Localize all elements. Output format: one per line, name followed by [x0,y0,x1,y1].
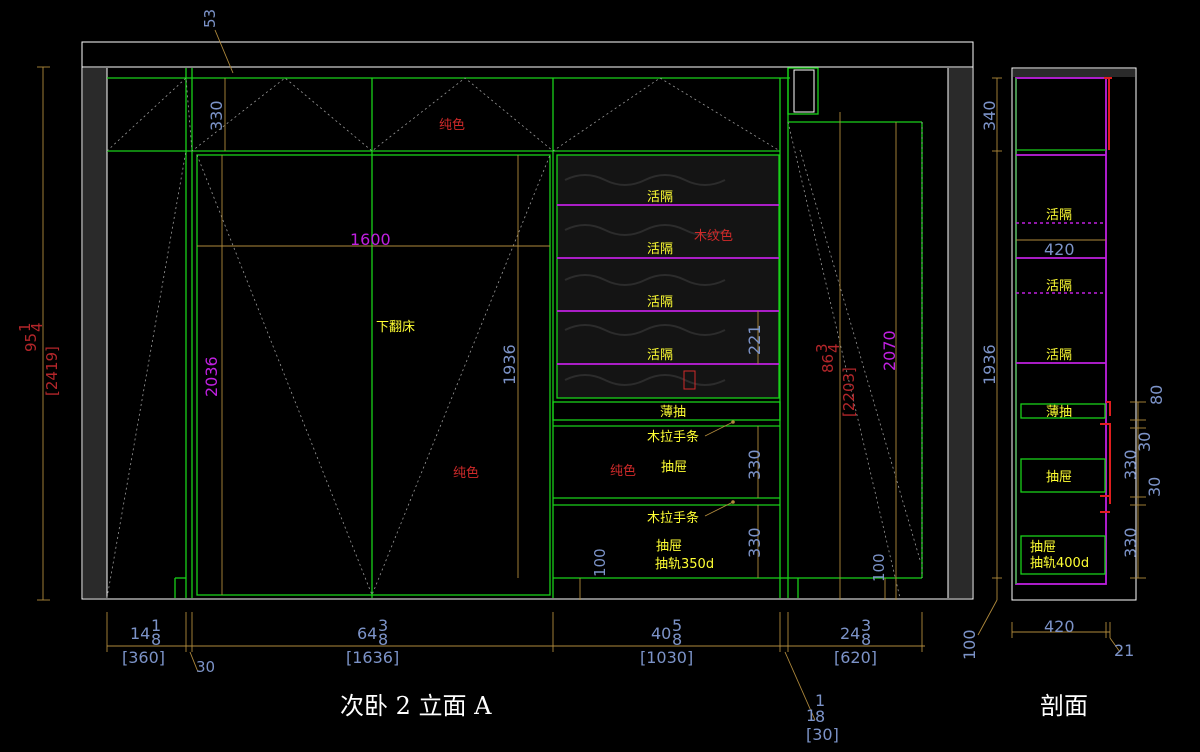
dim-330-top: 330 [207,100,226,131]
section-label-shelf-1: 活隔 [1046,208,1072,223]
dim-330-drawer-1: 330 [745,449,764,480]
section-label-drawer-2: 抽屉 [1030,540,1056,555]
svg-text:3: 3 [861,616,871,635]
dim-width-3: 40 5 8 [1030] [640,616,693,667]
svg-text:3: 3 [813,343,831,353]
section-label-drawer: 抽屉 [1046,470,1072,485]
label-wood-grain: 木纹色 [694,228,733,244]
svg-text:4: 4 [825,343,843,353]
socket-outline [683,370,696,390]
section-dim-330-a: 330 [1121,449,1140,480]
dim-53: 53 [201,9,219,28]
section-drawer [1020,458,1106,493]
svg-text:1: 1 [815,691,825,710]
svg-text:1: 1 [806,706,816,725]
elevation-a [37,29,974,721]
dim-2036: 2036 [202,356,221,397]
section-label-rail-400: 抽轨400d [1030,556,1089,571]
ceiling-band [81,41,974,68]
label-solid-color-top: 纯色 [439,117,465,133]
svg-text:[2203]: [2203] [840,367,858,417]
section-dim-21: 21 [1114,641,1134,660]
dim-width-gap: 1 1 8 [30] [806,691,839,744]
label-drawer-1: 抽屉 [661,460,687,475]
section-label-thin-drawer: 薄抽 [1046,405,1072,420]
label-solid-color-drawer: 纯色 [610,463,636,479]
svg-text:24: 24 [840,624,860,643]
svg-text:40: 40 [651,624,671,643]
svg-text:14: 14 [130,624,150,643]
label-shelf-3: 活隔 [647,295,673,310]
dim-100-right: 100 [870,553,888,582]
svg-text:[360]: [360] [122,648,165,667]
section-thin-drawer [1020,403,1106,419]
section-dim-1936: 1936 [980,344,999,385]
title-section: 剖面 [1040,692,1088,720]
svg-text:[30]: [30] [806,725,839,744]
left-wall [83,68,107,598]
section-dim-80: 80 [1147,385,1166,405]
section-label-shelf-3: 活隔 [1046,348,1072,363]
svg-text:[1030]: [1030] [640,648,693,667]
label-fold-bed: 下翻床 [376,320,415,335]
dim-330-drawer-2: 330 [745,527,764,558]
section-view [977,67,1146,653]
svg-text:64: 64 [357,624,377,643]
section-dim-30-b: 30 [1145,477,1164,497]
dim-width-2: 64 3 8 [1636] [346,616,399,667]
section-dim-100: 100 [960,629,979,660]
section-dim-30-a: 30 [1135,432,1154,452]
label-wood-pull-1: 木拉手条 [647,429,699,445]
svg-text:95: 95 [22,333,40,352]
section-dim-420-inner: 420 [1044,240,1075,259]
svg-text:4: 4 [28,322,46,332]
fold-bed-panel [196,154,551,596]
section-drawer-rail [1020,535,1106,575]
dim-1936: 1936 [500,344,519,385]
section-dim-330-b: 330 [1121,527,1140,558]
svg-text:86: 86 [819,354,837,373]
svg-text:8: 8 [815,707,825,726]
svg-text:8: 8 [378,630,388,649]
section-outline [1011,67,1137,601]
svg-text:3: 3 [378,616,388,635]
section-carcass [1015,77,1107,585]
dim-width-4: 24 3 8 [620] [834,616,877,667]
dim-30-left: 30 [196,658,215,676]
dim-height-total-label: 95 1 4 [2419] [16,322,61,396]
label-shelf-2: 活隔 [647,242,673,257]
dim-height-right-label: 86 3 4 [2203] [813,343,858,417]
section-dim-420: 420 [1044,617,1075,636]
label-drawer-2: 抽屉 [656,539,682,554]
label-shelf-4: 活隔 [647,348,673,363]
svg-text:8: 8 [861,630,871,649]
dim-221: 221 [745,324,764,355]
svg-text:8: 8 [151,630,161,649]
dim-width-1: 14 1 8 [360] [122,616,165,667]
label-thin-drawer: 薄抽 [660,405,686,420]
dim-100-left: 100 [591,548,609,577]
svg-text:[1636]: [1636] [346,648,399,667]
label-solid-color-bed: 纯色 [453,465,479,481]
svg-text:5: 5 [672,616,682,635]
svg-text:8: 8 [672,630,682,649]
label-wood-pull-2: 木拉手条 [647,510,699,526]
right-wall [948,68,972,598]
title-elevation: 次卧 2 立面 A [340,692,492,720]
label-shelf-1: 活隔 [647,190,673,205]
section-label-shelf-2: 活隔 [1046,279,1072,294]
svg-text:[2419]: [2419] [43,346,61,396]
dim-1600: 1600 [350,230,391,249]
thin-drawer-front [552,401,781,421]
section-dim-340: 340 [980,100,999,131]
label-rail-350: 抽轨350d [655,557,714,572]
svg-text:1: 1 [151,616,161,635]
svg-text:[620]: [620] [834,648,877,667]
dim-2070: 2070 [880,330,899,371]
svg-text:1: 1 [16,322,34,332]
